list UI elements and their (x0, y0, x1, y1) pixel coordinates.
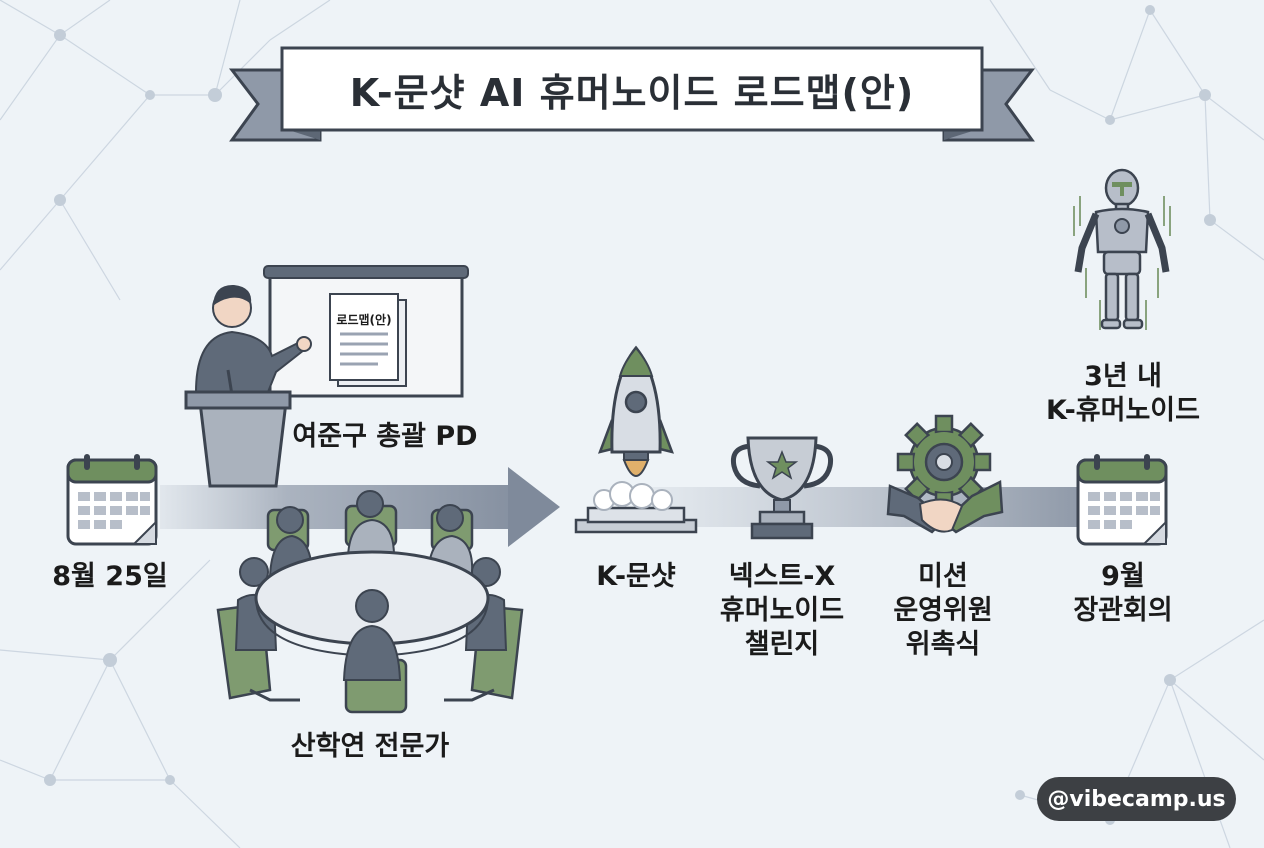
presentation-board (263, 265, 469, 398)
podium (184, 390, 292, 488)
milestone-committee: 미션 운영위원 위촉식 (893, 561, 993, 660)
rocket-icon (574, 345, 698, 534)
presenter-icon (194, 284, 312, 396)
robot-icon (1073, 168, 1171, 330)
milestone-moonshot: K-문샷 (596, 561, 676, 592)
gear-handshake-icon (886, 414, 1004, 534)
milestone-meeting: 9월 장관회의 (1073, 561, 1173, 626)
page-title: K-문샷 AI 휴머노이드 로드맵(안) (349, 70, 915, 115)
goal-label: 3년 내 K-휴머노이드 (1046, 361, 1200, 426)
calendar-icon (1076, 454, 1168, 546)
document-icon (329, 293, 407, 387)
document-label: 로드맵(안) (336, 312, 391, 327)
watermark-badge: @vibecamp.us (1037, 777, 1236, 821)
milestone-challenge: 넥스트-X 휴머노이드 챌린지 (719, 561, 845, 660)
title-ribbon (228, 46, 1036, 142)
experts-label: 산학연 전문가 (290, 731, 450, 762)
trophy-icon (730, 436, 834, 540)
network-nodes (44, 5, 1216, 825)
milestone-start: 8월 25일 (52, 561, 168, 592)
lead-label: 여준구 총괄 PD (292, 421, 478, 452)
calendar-icon (66, 454, 158, 546)
roundtable-icon (216, 490, 524, 714)
